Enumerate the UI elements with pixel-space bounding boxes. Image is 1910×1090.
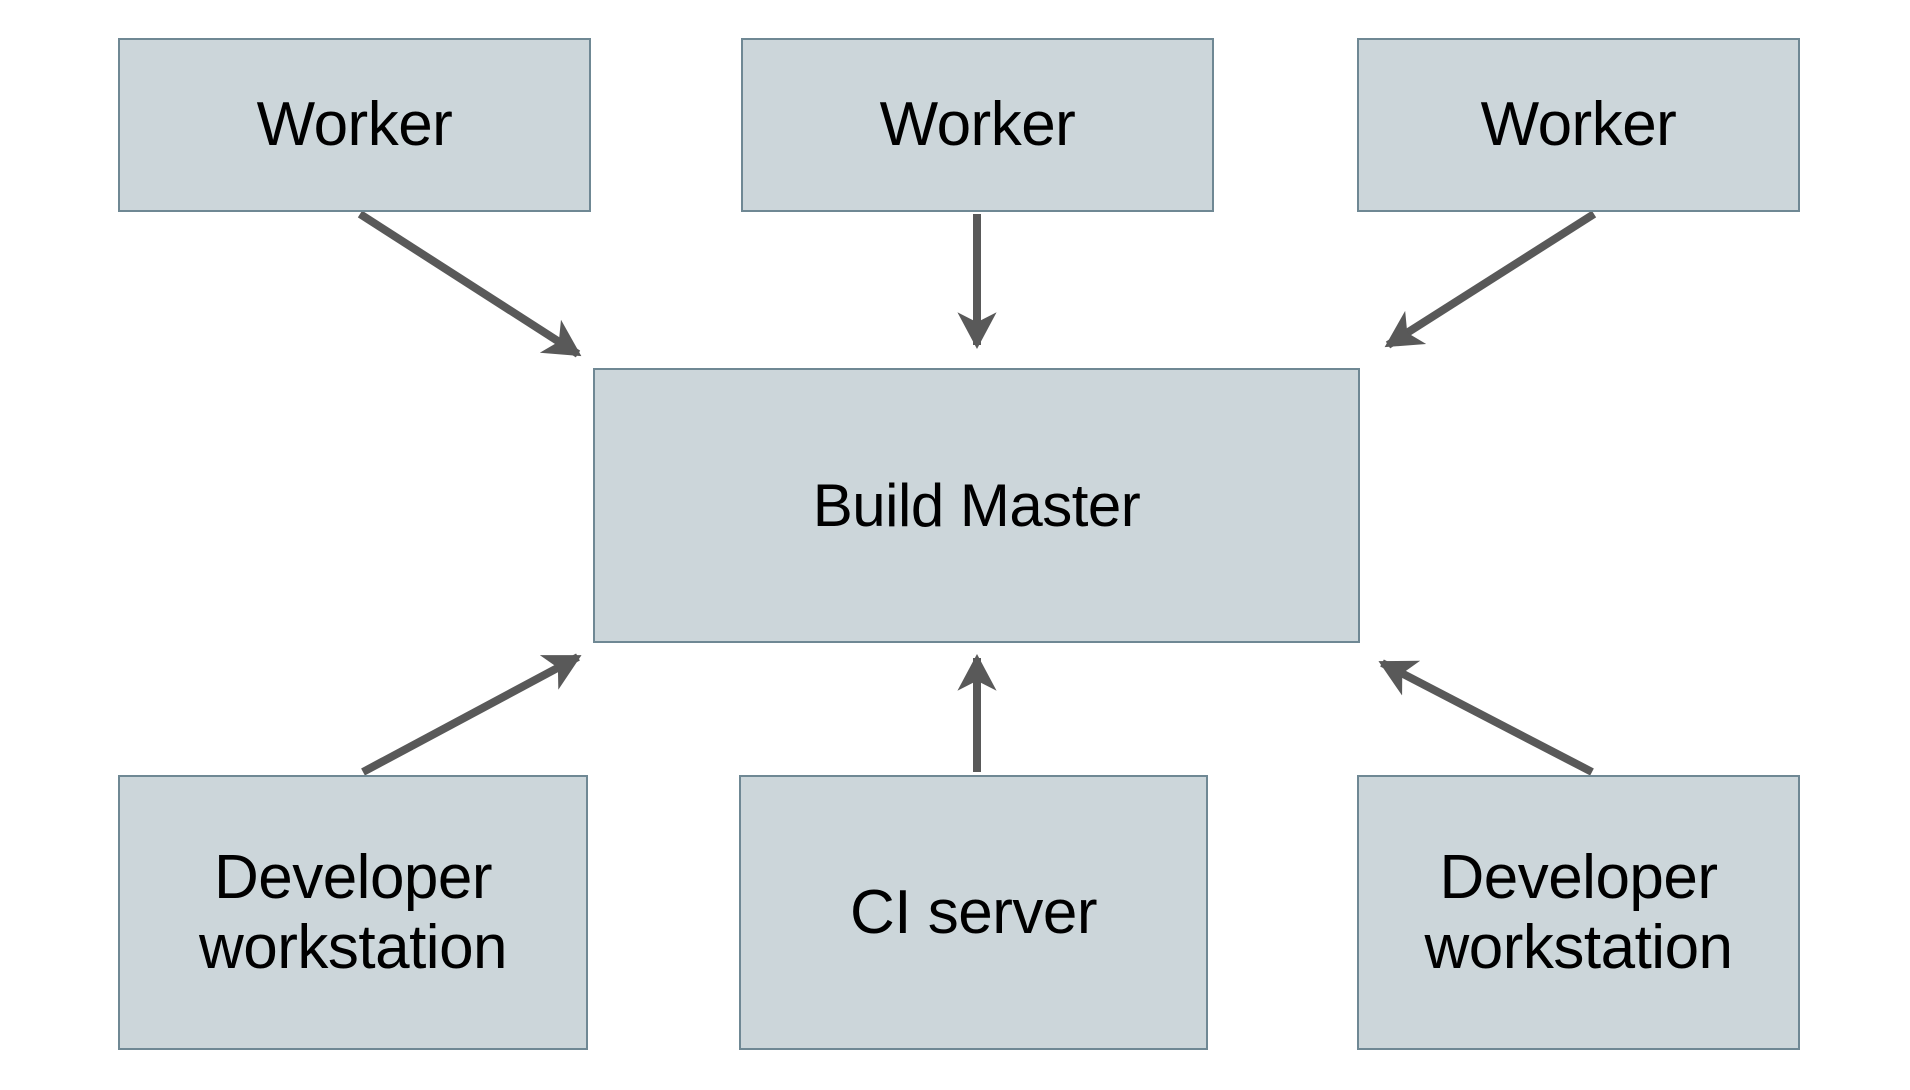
node-developer-workstation-left-label: Developer workstation (198, 843, 508, 982)
node-build-master-label: Build Master (812, 471, 1141, 539)
node-build-master[interactable]: Build Master (593, 368, 1360, 643)
node-worker-1-label: Worker (256, 90, 453, 160)
node-ci-server-label: CI server (850, 877, 1097, 947)
node-worker-2-label: Worker (879, 90, 1076, 160)
edge-worker-1-to-build-master (357, 210, 582, 358)
node-ci-server[interactable]: CI server (739, 775, 1208, 1050)
node-developer-workstation-right[interactable]: Developer workstation (1357, 775, 1800, 1050)
node-worker-3-label: Worker (1480, 90, 1677, 160)
edge-dev-right-to-build-master (1378, 659, 1594, 776)
node-developer-workstation-right-label: Developer workstation (1424, 843, 1733, 982)
node-worker-3[interactable]: Worker (1357, 38, 1800, 212)
node-worker-1[interactable]: Worker (118, 38, 591, 212)
node-worker-2[interactable]: Worker (741, 38, 1214, 212)
node-developer-workstation-left[interactable]: Developer workstation (118, 775, 588, 1050)
edge-worker-3-to-build-master (1384, 210, 1597, 349)
edge-dev-left-to-build-master (361, 653, 582, 776)
